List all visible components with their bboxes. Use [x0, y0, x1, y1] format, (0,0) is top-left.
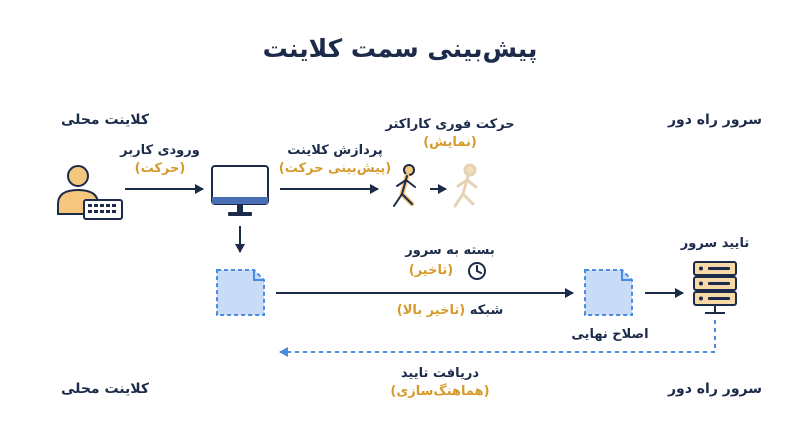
label-user-input: ورودی کاربر [120, 143, 200, 158]
label-client-processing-sub: (پیش‌بینی حرکت) [278, 161, 392, 176]
user-at-keyboard-icon [57, 165, 123, 220]
section-remote-server-bottom: سرور راه دور [667, 381, 763, 397]
label-network-sub: (تاخیر بالا) [396, 303, 466, 318]
arrow-confirmation-return [279, 320, 716, 357]
label-network-main: شبکه [469, 303, 504, 318]
label-packet-to-server: بسته به سرور [405, 243, 495, 258]
label-network: شبکه (تاخیر بالا) [375, 303, 525, 318]
label-final-correction: اصلاح نهایی [571, 327, 649, 342]
running-character-icon [393, 164, 416, 207]
section-remote-server-top: سرور راه دور [667, 112, 763, 128]
computer-monitor-icon [211, 165, 269, 216]
section-local-client-bottom: کلاینت محلی [60, 381, 150, 397]
label-client-processing: پردازش کلاینت [287, 143, 383, 158]
document-icon [584, 269, 633, 316]
clock-icon [468, 262, 486, 280]
label-user-input-sub: (حرکت) [134, 161, 186, 176]
section-local-client-top: کلاینت محلی [60, 112, 150, 128]
server-stack-icon [693, 261, 737, 314]
diagram-title: پیش‌بینی سمت کلاینت [262, 34, 538, 63]
ghost-character-icon [453, 163, 478, 208]
label-instant-move-sub: (نمایش) [423, 135, 477, 150]
label-receive-confirm: دریافت تایید [400, 366, 480, 381]
label-packet-to-server-sub: (تاخیر) [408, 263, 454, 278]
label-server-confirm: تایید سرور [680, 236, 750, 251]
label-instant-move: حرکت فوری کاراکتر [385, 117, 515, 132]
label-receive-confirm-sub: (هماهنگ‌سازی) [390, 384, 490, 399]
document-icon [216, 269, 265, 316]
